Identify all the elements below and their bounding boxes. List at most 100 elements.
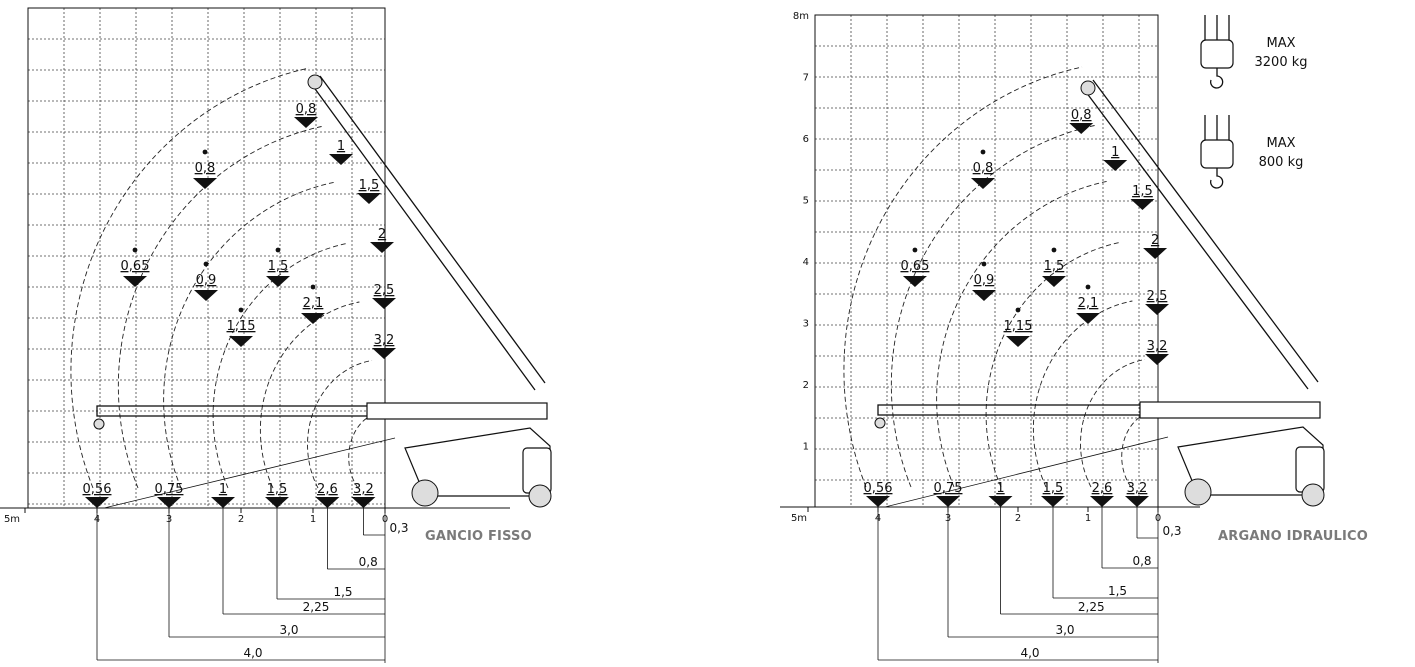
reach-arc	[163, 181, 334, 489]
ground-load-label: 0,75	[155, 482, 184, 497]
arc-load-point	[310, 284, 316, 290]
ground-load-label: 0,56	[864, 481, 893, 496]
hook-icon	[1210, 68, 1224, 89]
arc-load-label: 2,1	[303, 296, 324, 311]
y-axis-top-label: 8m	[793, 11, 809, 22]
hook-cable-icon	[1204, 115, 1230, 140]
arc-load-marker	[1076, 313, 1100, 324]
reach-arc	[936, 180, 1107, 488]
tip-load-marker	[1145, 354, 1170, 365]
arc-load-label: 1,15	[227, 319, 256, 334]
arc-load-marker	[1041, 276, 1066, 287]
arc-load-marker	[902, 276, 927, 287]
ground-load-marker	[1041, 496, 1065, 507]
arc-load-label: 0,65	[900, 259, 929, 274]
arc-load-point	[980, 149, 986, 155]
ground-load-marker	[265, 497, 289, 508]
y-tick-label: 1	[803, 442, 809, 453]
tip-load-marker	[370, 242, 394, 253]
ground-load-label: 1,5	[1043, 481, 1064, 496]
x-tick-label: 1	[310, 514, 316, 525]
dim-label: 0,3	[1162, 524, 1181, 538]
hook-icon	[1210, 168, 1224, 189]
hook-block-icon	[1200, 39, 1234, 69]
tip-load-marker	[372, 298, 396, 309]
tip-load-label: 3,2	[374, 333, 395, 348]
y-tick-label: 6	[803, 134, 809, 145]
tip-load-marker	[1145, 304, 1170, 315]
x-tick-label: 5m	[4, 514, 20, 525]
arc-load-marker	[193, 178, 217, 189]
ground-load-label: 2,6	[317, 482, 338, 497]
arc-load-point	[132, 247, 138, 253]
arc-load-label: 0,8	[195, 161, 216, 176]
tip-load-label: 3,2	[1147, 339, 1168, 354]
grid-frame	[27, 7, 386, 509]
y-tick-label: 4	[803, 257, 809, 268]
arc-load-label: 0,8	[973, 161, 994, 176]
arc-load-marker	[971, 290, 996, 301]
arc-load-point	[981, 261, 987, 267]
ground-load-marker	[1090, 496, 1114, 507]
ground-load-marker	[866, 496, 890, 507]
slope-line	[104, 437, 396, 509]
tip-load-marker	[1130, 199, 1155, 210]
arc-load-marker	[123, 276, 147, 287]
grid	[815, 15, 1158, 507]
rear-wheel	[1301, 483, 1325, 507]
ground-load-label: 1	[996, 481, 1004, 496]
arc-load-label: 2,1	[1078, 296, 1099, 311]
raised-boom	[1082, 79, 1319, 390]
arc-load-point	[912, 247, 918, 253]
tip-load-marker	[1069, 123, 1094, 134]
y-tick-label: 3	[803, 319, 809, 330]
y-tick-label: 7	[803, 73, 809, 84]
tip-load-label: 0,8	[1071, 108, 1092, 123]
ground-load-label: 3,2	[1127, 481, 1148, 496]
reach-arc	[70, 67, 310, 489]
reach-arc	[260, 301, 360, 489]
hook-max-label: MAX	[1266, 136, 1295, 151]
tip-load-label: 2,5	[374, 283, 395, 298]
slope-line	[884, 436, 1169, 508]
grid-frame	[814, 14, 1159, 508]
arc-load-point	[1015, 307, 1021, 313]
ground-load-marker	[211, 497, 235, 508]
dim-label: 2,25	[1078, 600, 1105, 614]
reach-arc	[117, 126, 322, 489]
arc-load-marker	[971, 178, 995, 189]
arc-load-marker	[266, 276, 290, 287]
reach-arc	[890, 125, 1095, 488]
tip-load-label: 1	[1111, 145, 1119, 160]
arc-load-marker	[194, 290, 218, 301]
reach-arc	[1080, 359, 1146, 488]
front-wheel	[1184, 478, 1212, 506]
ground-load-marker	[315, 497, 340, 508]
ground-load-marker	[157, 497, 181, 508]
hook-max-label: MAX	[1266, 36, 1295, 51]
reach-arc	[1033, 300, 1133, 488]
ground-load-marker	[988, 496, 1013, 507]
crane-machine	[1139, 401, 1325, 507]
load-chart-panel-1: 5m432100,80,650,91,51,152,10,811,522,53,…	[0, 7, 552, 663]
dim-label: 1,5	[333, 585, 352, 599]
arc-load-label: 1,5	[268, 259, 289, 274]
dim-label: 0,8	[359, 555, 378, 569]
ground-load-label: 3,2	[353, 482, 374, 497]
x-tick-label: 5m	[791, 513, 807, 524]
tip-load-label: 1,5	[359, 178, 380, 193]
load-chart-panel-2: 8m12345675m432100,80,650,91,51,152,10,81…	[780, 11, 1368, 663]
arc-load-marker	[1006, 336, 1030, 347]
tip-load-label: 1	[337, 139, 345, 154]
reach-arc	[348, 412, 384, 489]
reach-arc	[307, 360, 373, 489]
arc-load-label: 1,15	[1004, 319, 1033, 334]
hook-block-icon	[1200, 139, 1234, 169]
hook-capacity-label: 3200 kg	[1255, 55, 1308, 70]
ground-load-marker	[936, 496, 960, 507]
dim-label: 0,8	[1132, 554, 1151, 568]
ground-load-label: 1	[219, 482, 227, 497]
tip-load-marker	[357, 193, 381, 204]
raised-boom	[309, 75, 546, 391]
